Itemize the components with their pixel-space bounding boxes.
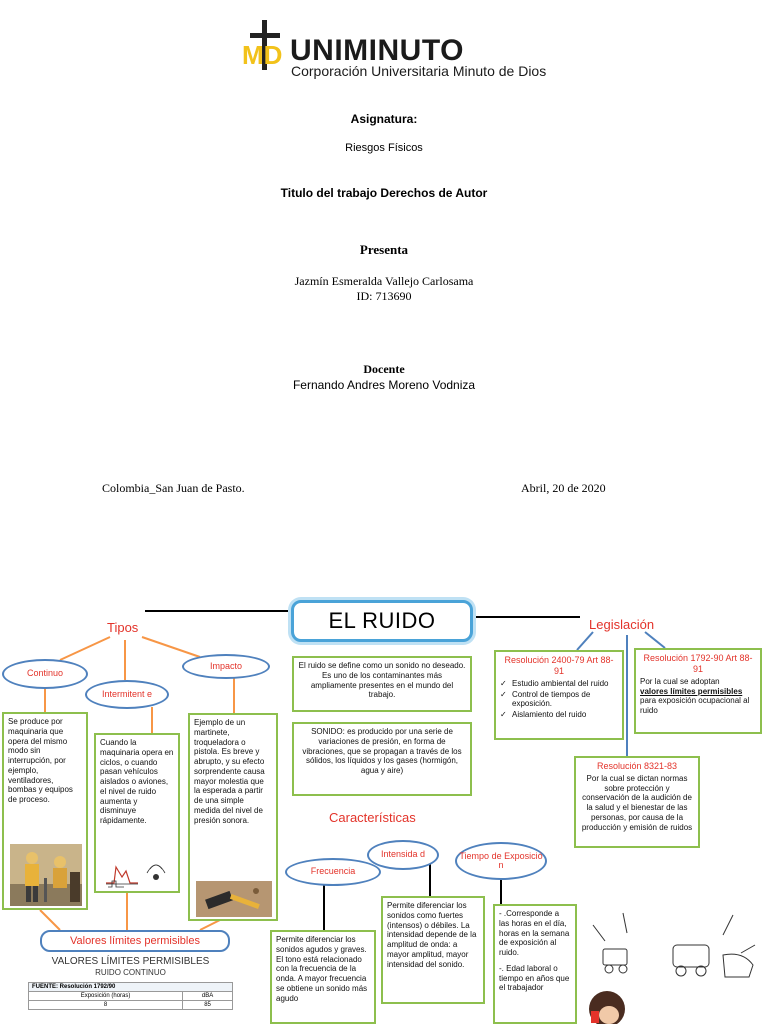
box-impacto: Ejemplo de un martinete, troqueladora o … [188,713,278,921]
intermitente-label: Intermitent e [101,688,153,699]
docente-name: Fernando Andres Moreno Vodniza [292,378,476,392]
res-1792-underlined: valores límites permisibles [640,686,743,696]
connector-line [199,919,221,931]
res-2400-item: Aislamiento del ruido [500,710,618,720]
box-continuo: Se produce por maquinaria que opera del … [2,712,88,910]
tiempo-text-2: -. Edad laboral o tiempo en años que el … [499,963,570,993]
connector-line [59,636,111,661]
box-res-2400: Resolución 2400-79 Art 88-91 Estudio amb… [494,650,624,740]
uniminuto-logo-mark: MD [240,20,290,72]
vlp-label: Valores límites permisibles [40,930,230,952]
docente-label: Docente [363,362,405,376]
oval-intermitente: Intermitent e [85,680,169,709]
noise-cartoon-image [583,905,768,1024]
res-2400-item: Control de tiempos de exposición. [500,690,618,710]
connector-line [644,631,666,649]
oval-impacto: Impacto [182,654,270,679]
vlp-row-dba: 85 [182,1000,233,1010]
box-definicion: El ruido se define como un sonido no des… [292,656,472,712]
logo-subtitle: Corporación Universitaria Minuto de Dios [291,63,547,79]
vlp-table-subtitle: RUIDO CONTINUO [95,968,166,977]
definicion-text: El ruido se define como un sonido no des… [298,661,466,700]
autor-id: ID: 713690 [356,289,412,303]
svg-text:MD: MD [242,40,282,70]
res-2400-item: Estudio ambiental del ruido [500,679,618,689]
box-intensidad: Permite diferenciar los sonidos como fue… [381,896,485,1004]
oval-continuo: Continuo [2,659,88,689]
logo-name: UNIMINUTO [290,34,464,67]
res-8321-text: Por la cual se dictan normas sobre prote… [581,773,693,832]
vlp-table-title: VALORES LÍMITES PERMISIBLES [51,956,210,967]
autor-name: Jazmín Esmeralda Vallejo Carlosama [294,274,474,288]
map-title: EL RUIDO [291,600,473,642]
connector-line [39,909,61,931]
res-1792-text: Por la cual se adoptan [640,676,720,686]
caracteristicas-label: Características [329,810,416,825]
oval-tiempo-exposicion: Tiempo de Exposició n [455,842,547,880]
vlp-table-source: FUENTE: Resolución 1792/90 [28,982,233,992]
continuo-label: Continuo [26,668,64,679]
hammer-image [196,881,272,917]
res-1792-body: Por la cual se adoptan valores límites p… [640,677,756,716]
titulo-trabajo: Titulo del trabajo Derechos de Autor [280,186,488,200]
box-res-1792: Resolución 1792-90 Art 88-91 Por la cual… [634,648,762,734]
vlp-row-hours: 8 [27,1000,184,1010]
intensidad-label: Intensida d [380,849,426,860]
lugar: Colombia_San Juan de Pasto. [102,481,245,495]
vlp-col-dba: dBA [182,991,233,1001]
tiempo-text-1: - .Corresponde a las horas en el día, ho… [499,909,570,957]
res-2400-list: Estudio ambiental del ruido Control de t… [500,679,618,720]
vlp-col-hours: Exposición (horas) [27,991,184,1001]
connector-line [576,631,594,651]
asignatura-label: Asignatura: [350,112,418,126]
vlp-table-image: VALORES LÍMITES PERMISIBLES RUIDO CONTIN… [27,956,233,1024]
tipos-label: Tipos [107,620,139,635]
frecuencia-text: Permite diferenciar los sonidos agudos y… [276,935,368,1003]
connector-line [141,636,201,658]
oval-frecuencia: Frecuencia [285,858,381,886]
box-sonido: SONIDO: es producido por una serie de va… [292,722,472,796]
continuo-text: Se produce por maquinaria que opera del … [8,717,73,804]
res-1792-title: Resolución 1792-90 Art 88-91 [643,653,753,674]
intermitente-text: Cuando la maquinaria opera en ciclos, o … [100,738,174,825]
presenta-label: Presenta [359,242,409,257]
workers-photo [10,844,82,906]
fecha: Abril, 20 de 2020 [521,481,606,495]
box-tiempo-exposicion: - .Corresponde a las horas en el día, ho… [493,904,577,1024]
res-1792-text-after: para exposición ocupacional al ruido [640,696,750,716]
tiempo-label: Tiempo de Exposició n [459,850,543,870]
box-intermitente: Cuando la maquinaria opera en ciclos, o … [94,733,180,893]
impacto-label: Impacto [209,660,242,671]
intensidad-text: Permite diferenciar los sonidos como fue… [387,901,477,969]
legislacion-label: Legislación [589,617,655,632]
res-8321-title: Resolución 8321-83 [596,761,678,771]
sonido-text: SONIDO: es producido por una serie de va… [302,727,462,775]
noise-waveform-image [102,853,174,889]
oval-intensidad: Intensida d [367,840,439,870]
res-2400-title: Resolución 2400-79 Art 88-91 [504,655,614,676]
asignatura-value: Riesgos Físicos [345,142,423,154]
box-res-8321: Resolución 8321-83 Por la cual se dictan… [574,756,700,848]
impacto-text: Ejemplo de un martinete, troqueladora o … [194,718,265,825]
vlp-table: FUENTE: Resolución 1792/90 Exposición (h… [27,982,233,1010]
frecuencia-label: Frecuencia [310,866,356,877]
box-frecuencia: Permite diferenciar los sonidos agudos y… [270,930,376,1024]
